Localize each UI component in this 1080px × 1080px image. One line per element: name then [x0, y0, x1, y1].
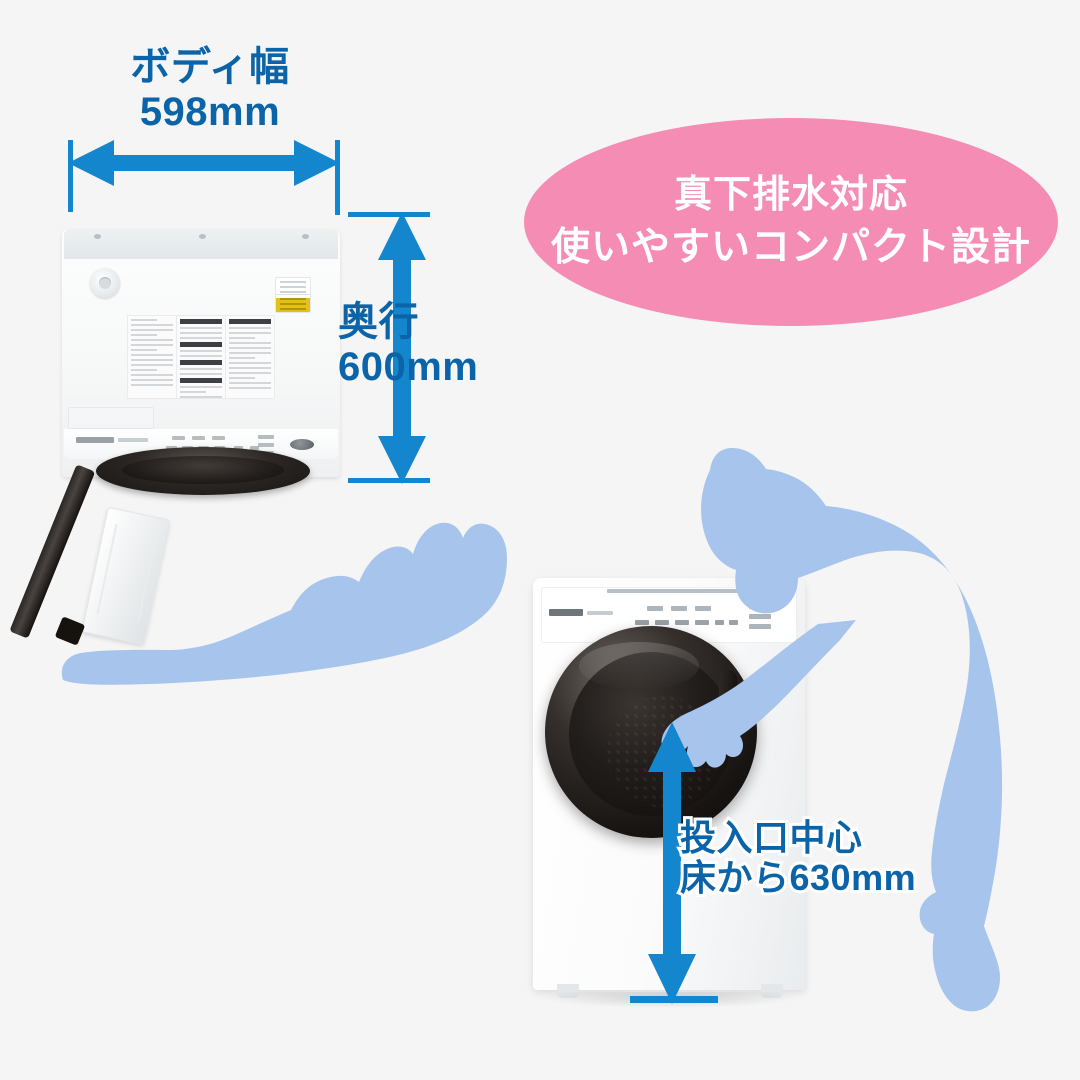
frontview-panel-strip: [607, 589, 747, 593]
sticker-body: [276, 298, 310, 312]
topview-button: [212, 436, 225, 440]
body-width-value: 598mm: [139, 89, 281, 134]
body-width-label: ボディ幅 598mm: [75, 45, 345, 135]
topview-screw: [302, 234, 309, 239]
frontview-button: [635, 620, 649, 625]
callout-line-1: 真下排水対応: [673, 173, 908, 216]
spec-column: [226, 316, 274, 398]
frontview-display-line: [749, 624, 771, 629]
topview-display: [258, 435, 274, 439]
frontview-button: [715, 620, 724, 625]
topview-screw: [94, 234, 101, 239]
depth-title: 奥行: [338, 300, 419, 344]
body-width-title: ボディ幅: [130, 45, 290, 89]
topview-brand-mark: [76, 437, 114, 443]
topview-button: [192, 436, 205, 440]
topview-drum-opening: [96, 447, 310, 495]
width-tick-right: [335, 140, 340, 215]
bending-person-silhouette: [701, 448, 1003, 1012]
topview-button: [250, 446, 259, 450]
compact-design-callout: 真下排水対応 使いやすいコンパクト設計: [524, 118, 1058, 326]
yellow-warning-sticker: [275, 277, 311, 313]
spec-label: [127, 315, 275, 399]
frontview-foot: [557, 984, 579, 998]
width-tick-left: [68, 140, 73, 212]
frontview-button: [729, 620, 738, 625]
frontview-button: [695, 620, 709, 625]
opening-height-label: 投入口中心 床から630mm: [677, 814, 919, 901]
topview-button: [172, 436, 185, 440]
spec-column: [128, 316, 176, 398]
opening-height-value: 床から630mm: [677, 854, 919, 901]
depth-label: 奥行 600mm: [338, 300, 528, 390]
depth-dimension-arrow: [378, 212, 426, 484]
sticker-header: [276, 281, 310, 295]
opening-height-title: 投入口中心: [677, 814, 865, 861]
frontview-button: [655, 620, 669, 625]
frontview-button: [671, 606, 687, 611]
topview-foot-plate: [68, 407, 154, 429]
lying-person-silhouette: [61, 522, 508, 685]
frontview-button: [695, 606, 711, 611]
washer-top-view: [62, 215, 340, 495]
callout-line-2: 使いやすいコンパクト設計: [550, 226, 1031, 270]
topview-brand-subtext: [118, 438, 148, 442]
depth-tick-top: [348, 212, 430, 217]
depth-value: 600mm: [338, 344, 479, 389]
frontview-brand-mark: [549, 609, 583, 616]
frontview-brand-subtext: [587, 611, 613, 615]
drum-door-highlight: [579, 642, 699, 690]
frontview-button: [647, 606, 663, 611]
frontview-foot: [761, 984, 783, 998]
callout-text: 真下排水対応 使いやすいコンパクト設計: [551, 169, 1031, 275]
width-dimension-arrow: [68, 140, 340, 186]
opening-height-arrow: [648, 722, 696, 1004]
spec-column: [176, 316, 226, 398]
frontview-display-line: [749, 614, 771, 619]
reaching-arm-silhouette: [661, 620, 856, 768]
topview-knob: [290, 439, 314, 450]
topview-dial: [90, 268, 120, 298]
topview-screw: [199, 234, 206, 239]
frontview-button: [675, 620, 689, 625]
topview-display: [258, 443, 274, 447]
depth-tick-bottom: [348, 478, 430, 483]
